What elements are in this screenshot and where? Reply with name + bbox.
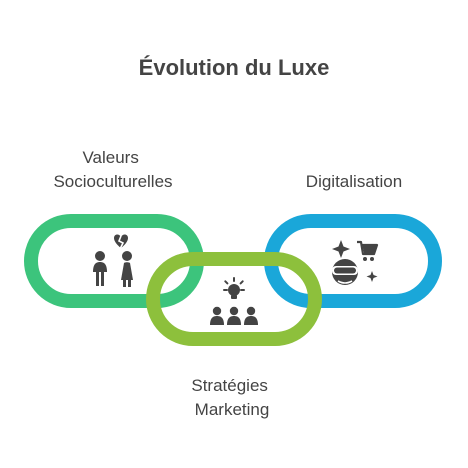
- label-digitalisation-line-1: Digitalisation: [306, 172, 402, 191]
- vr-shopping-icon: [332, 240, 379, 285]
- idea-team-icon: [210, 277, 258, 325]
- label-valeurs-line-2: Socioculturelles: [53, 172, 172, 191]
- diagram-title: Évolution du Luxe: [139, 55, 330, 80]
- label-strategies: Stratégies Marketing: [191, 376, 272, 419]
- label-strategies-line-2: Marketing: [195, 400, 270, 419]
- label-digitalisation: Digitalisation: [306, 172, 402, 191]
- chain-link-strategies: [146, 252, 322, 346]
- label-valeurs-line-1: Valeurs: [82, 148, 138, 167]
- broken-heart-couple-icon: [93, 234, 133, 287]
- label-valeurs: Valeurs Socioculturelles: [53, 148, 172, 191]
- label-strategies-line-1: Stratégies: [191, 376, 268, 395]
